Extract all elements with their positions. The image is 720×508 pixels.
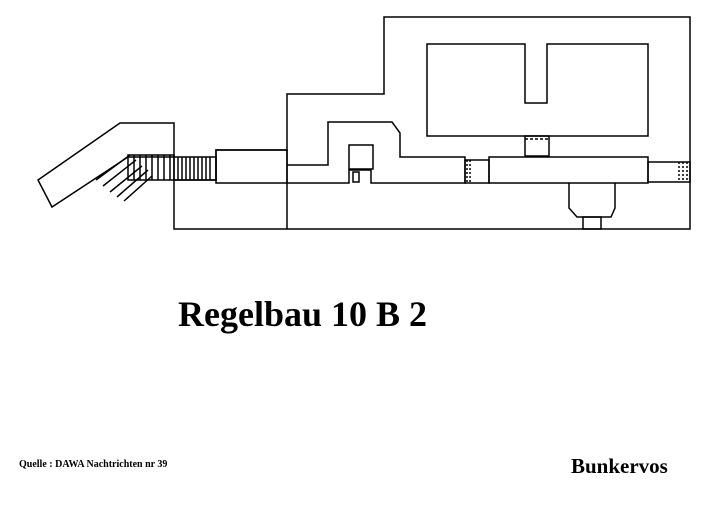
- bunker-floor-plan: [37, 16, 691, 230]
- entrance-room: [215, 149, 288, 184]
- exit-passage: [647, 161, 691, 183]
- door-symbol: [352, 171, 360, 183]
- main-room: [426, 43, 649, 137]
- diagram-title: Regelbau 10 B 2: [178, 294, 428, 334]
- inner-corridor: [287, 121, 466, 184]
- source-credit: Quelle : DAWA Nachtrichten nr 39: [19, 459, 168, 470]
- stair-steps: [133, 155, 171, 180]
- angled-entrance: [37, 122, 175, 209]
- lower-chamber-shaft: [582, 216, 602, 230]
- connector: [464, 159, 490, 184]
- brand-label: Bunkervos: [571, 454, 668, 478]
- passage-ribs: [177, 157, 211, 180]
- lock-chamber: [348, 144, 374, 170]
- room-passage: [524, 135, 550, 157]
- exit-hatch: [678, 162, 688, 182]
- outer-wall: [173, 16, 691, 230]
- stair-steps-angled: [95, 154, 153, 202]
- connector-hatch: [466, 160, 471, 183]
- gallery: [488, 156, 649, 184]
- lower-chamber: [568, 183, 616, 218]
